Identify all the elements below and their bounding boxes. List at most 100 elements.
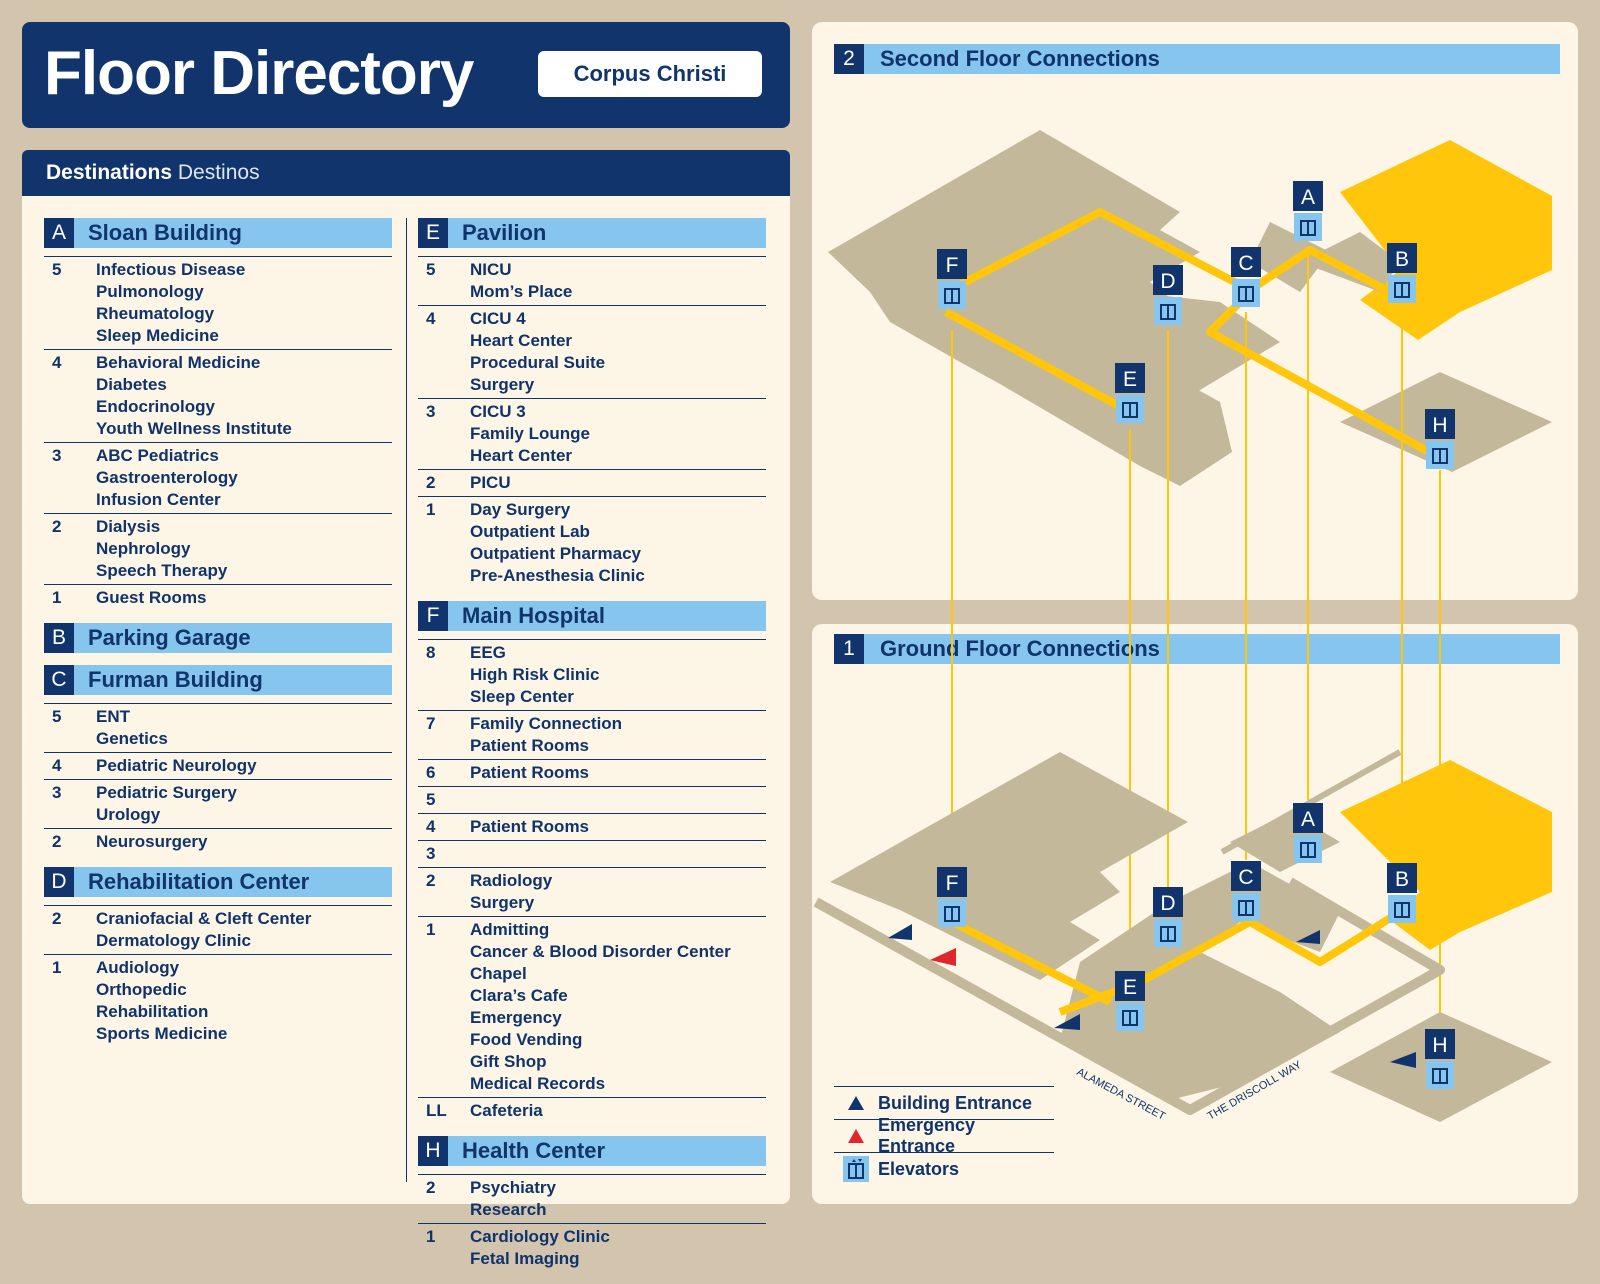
marker-letter: H [1432, 414, 1447, 437]
floor-number: 4 [52, 756, 62, 775]
building-marker-h: H [1425, 409, 1455, 469]
department-name: Surgery [470, 893, 535, 912]
department-name: Infectious Disease [96, 260, 246, 279]
floor-number: LL [426, 1101, 447, 1120]
legend-item: Emergency Entrance [834, 1115, 1054, 1156]
department-name: Psychiatry [470, 1178, 556, 1197]
building-name: Pavilion [462, 220, 547, 245]
connection-path [1058, 908, 1403, 1016]
marker-letter: A [1301, 186, 1315, 209]
emergency-entrance-icon [930, 948, 956, 966]
connection-path [950, 918, 1112, 1006]
department-name: Urology [96, 805, 161, 824]
floor-row: 4 Pediatric Neurology [44, 752, 392, 779]
department-name: Outpatient Lab [470, 522, 590, 541]
department-name: Procedural Suite [470, 353, 606, 372]
department-name: Youth Wellness Institute [96, 419, 292, 438]
department-name: Cardiology Clinic [470, 1227, 610, 1246]
department-name: Neurosurgery [96, 832, 208, 851]
building-letter: A [44, 218, 74, 248]
building-entrance-icon [1054, 1014, 1080, 1030]
legend-label: Elevators [878, 1158, 960, 1179]
department-name: Chapel [470, 964, 527, 983]
department-name: Patient Rooms [470, 817, 590, 836]
elevator-icon [1294, 835, 1322, 863]
marker-letter: B [1395, 868, 1409, 891]
floor-number: 1 [426, 920, 436, 939]
department-name: CICU 3 [470, 402, 526, 421]
department-name: Heart Center [470, 446, 573, 465]
marker-letter: H [1432, 1034, 1447, 1057]
department-name: Genetics [96, 729, 168, 748]
building-marker-d: D [1153, 887, 1183, 947]
elevator-icon [1294, 213, 1322, 241]
department-name: Cancer & Blood Disorder Center [470, 942, 731, 961]
building-marker-b: B [1387, 243, 1417, 303]
department-name: Sleep Center [470, 687, 574, 706]
building-marker-b: B [1387, 863, 1417, 923]
building-letter: F [418, 601, 448, 631]
building-shape [1250, 222, 1330, 292]
floor-directory-page: Floor Directory Corpus Christi Destinati… [22, 22, 1578, 1268]
department-name: CICU 4 [470, 309, 526, 328]
department-name: Dermatology Clinic [96, 931, 251, 950]
department-name: Behavioral Medicine [96, 353, 261, 372]
floor-number: 1 [52, 958, 62, 977]
column-divider [406, 218, 407, 1182]
department-name: Emergency [470, 1008, 562, 1027]
floor-number: 2 [426, 473, 436, 492]
elevator-icon [1232, 893, 1260, 921]
department-name: Nephrology [96, 539, 191, 558]
department-name: Surgery [470, 375, 535, 394]
department-name: Radiology [470, 871, 553, 890]
marker-letter: A [1301, 808, 1315, 831]
elevator-icon [1154, 919, 1182, 947]
department-name: Dialysis [96, 517, 161, 536]
department-name: PICU [470, 473, 511, 492]
elevator-icon [1116, 1003, 1144, 1031]
building-marker-d: D [1153, 265, 1183, 325]
department-name: Rheumatology [96, 304, 215, 323]
legend-label: Emergency Entrance [878, 1115, 976, 1156]
elevator-icon [1116, 395, 1144, 423]
floor-number: 2 [52, 909, 62, 928]
department-name: Infusion Center [96, 490, 221, 509]
department-name: Food Vending [470, 1030, 583, 1049]
department-name: Craniofacial & Cleft Center [96, 909, 312, 928]
department-name: Family Connection [470, 714, 623, 733]
marker-letter: C [1238, 866, 1253, 889]
destinations-bar: Destinations Destinos [22, 150, 790, 196]
department-name: Pulmonology [96, 282, 204, 301]
ground-floor-title: Ground Floor Connections [880, 636, 1160, 661]
floor-number: 5 [52, 260, 62, 279]
elevator-icon [1154, 297, 1182, 325]
department-name: High Risk Clinic [470, 665, 600, 684]
floor-number: 3 [52, 446, 62, 465]
destinations-label: Destinations [46, 161, 173, 184]
department-name: Day Surgery [470, 500, 571, 519]
department-name: Orthopedic [96, 980, 187, 999]
department-name: Pediatric Neurology [96, 756, 257, 775]
elevator-icon [843, 1156, 869, 1182]
department-name: EEG [470, 643, 506, 662]
